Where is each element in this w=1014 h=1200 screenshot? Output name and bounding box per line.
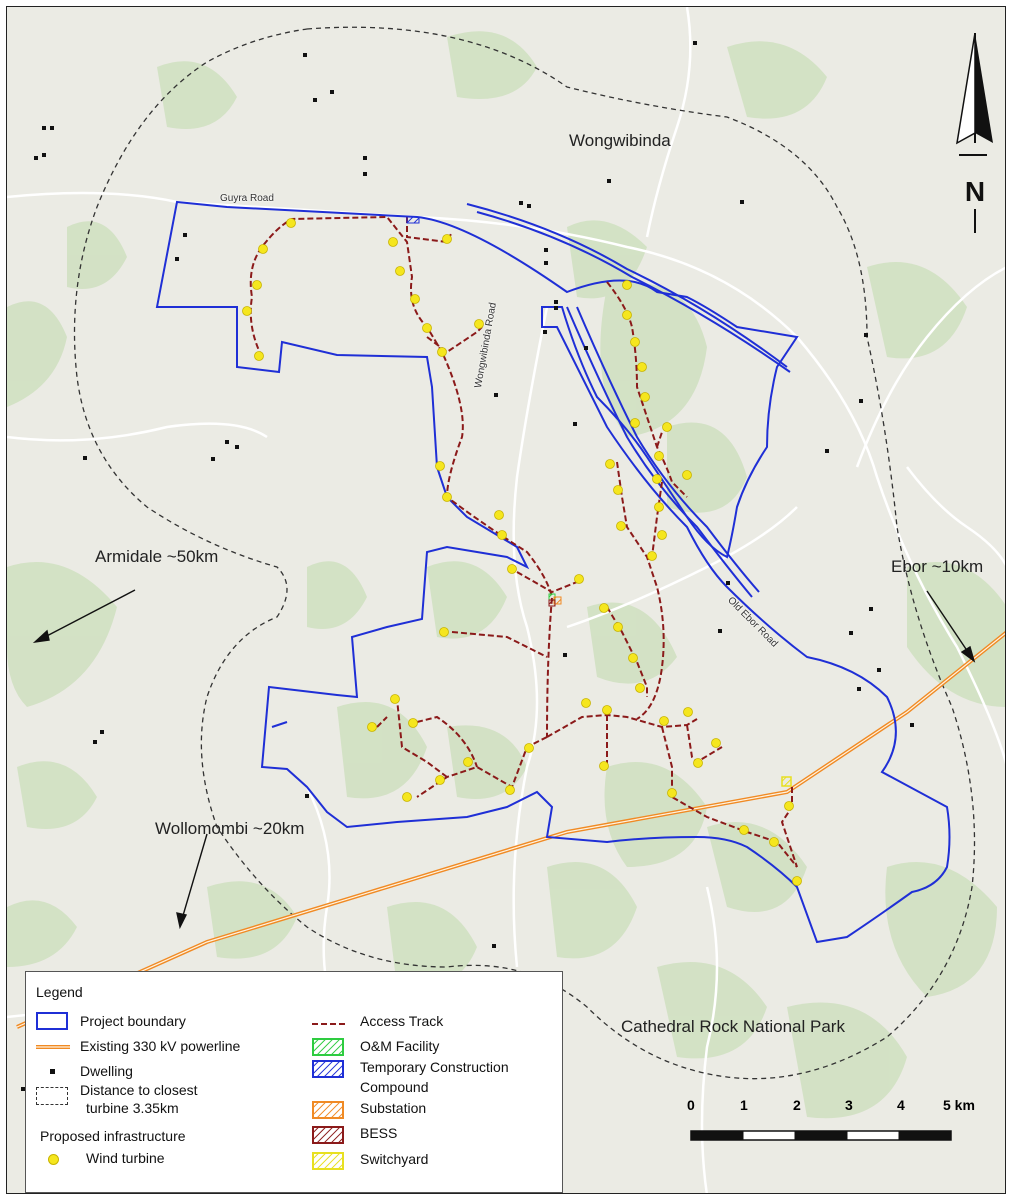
legend-label-powerline: Existing 330 kV powerline xyxy=(80,1038,241,1054)
legend-label-distance-line1: Distance to closest xyxy=(80,1082,198,1098)
legend-label-substation: Substation xyxy=(360,1100,427,1116)
temp-compound-marker xyxy=(406,216,420,224)
dwellings xyxy=(21,41,914,1189)
place-label-ebor: Ebor ~10km xyxy=(891,557,984,576)
scale-label-2: 2 xyxy=(793,1097,801,1113)
legend-label-temp-construction-line2: Compound xyxy=(360,1079,429,1095)
road-layer xyxy=(7,7,1005,1193)
road-label-guyra: Guyra Road xyxy=(220,193,274,204)
bess-marker xyxy=(548,599,556,607)
legend-symbol-project-boundary xyxy=(36,1012,68,1030)
vegetation-layer xyxy=(7,31,1005,1119)
legend-symbol-temp-compound xyxy=(312,1060,344,1078)
place-label-wongwibinda: Wongwibinda xyxy=(569,131,671,150)
scale-label-4: 4 xyxy=(897,1097,905,1113)
legend-symbol-bess xyxy=(312,1126,344,1144)
place-label-wollomombi: Wollomombi ~20km xyxy=(155,819,305,838)
legend-symbol-distance-buffer xyxy=(36,1087,68,1105)
scale-label-0: 0 xyxy=(687,1097,695,1113)
wind-turbines xyxy=(242,218,802,886)
legend-label-wind-turbine: Wind turbine xyxy=(86,1150,165,1166)
legend-symbol-switchyard xyxy=(312,1152,344,1170)
scale-label-3: 3 xyxy=(845,1097,853,1113)
facility-markers xyxy=(406,216,792,787)
legend-label-distance-line2: turbine 3.35km xyxy=(86,1100,179,1116)
map-frame: Wongwibinda Armidale ~50km Ebor ~10km Wo… xyxy=(6,6,1006,1194)
scale-bar: 0 1 2 3 4 5 km xyxy=(675,1097,995,1167)
legend: Legend Project boundary Existing 330 kV … xyxy=(25,971,563,1193)
legend-symbol-substation xyxy=(312,1101,344,1119)
place-label-cathedral-rock: Cathedral Rock National Park xyxy=(621,1017,845,1036)
powerline-330kv xyxy=(16,631,1005,1029)
map-canvas xyxy=(7,7,1005,1193)
switchyard-marker xyxy=(781,776,792,787)
legend-label-om-facility: O&M Facility xyxy=(360,1038,440,1054)
legend-label-temp-construction-line1: Temporary Construction xyxy=(360,1059,509,1075)
legend-symbol-powerline xyxy=(36,1045,70,1049)
legend-symbol-om-facility xyxy=(312,1038,344,1056)
legend-label-project-boundary: Project boundary xyxy=(80,1013,186,1029)
legend-label-access-track: Access Track xyxy=(360,1013,444,1029)
legend-symbol-access-track xyxy=(312,1023,346,1025)
legend-symbol-wind-turbine xyxy=(48,1154,59,1165)
legend-label-bess: BESS xyxy=(360,1125,398,1141)
legend-label-switchyard: Switchyard xyxy=(360,1151,429,1167)
scale-label-5: 5 km xyxy=(943,1097,975,1113)
turbine-distance-buffer xyxy=(73,26,976,1080)
project-boundary xyxy=(155,200,951,944)
north-arrow: N xyxy=(956,33,993,233)
scale-label-1: 1 xyxy=(740,1097,748,1113)
legend-label-proposed-infrastructure: Proposed infrastructure xyxy=(40,1128,186,1144)
legend-label-dwelling: Dwelling xyxy=(80,1063,133,1079)
legend-title: Legend xyxy=(36,984,83,1000)
legend-symbol-dwelling xyxy=(50,1069,55,1074)
scale-bar-graphic xyxy=(690,1130,952,1141)
north-label: N xyxy=(965,176,985,207)
direction-arrows xyxy=(32,589,976,930)
place-label-armidale: Armidale ~50km xyxy=(95,547,219,566)
access-track-network xyxy=(249,215,798,868)
